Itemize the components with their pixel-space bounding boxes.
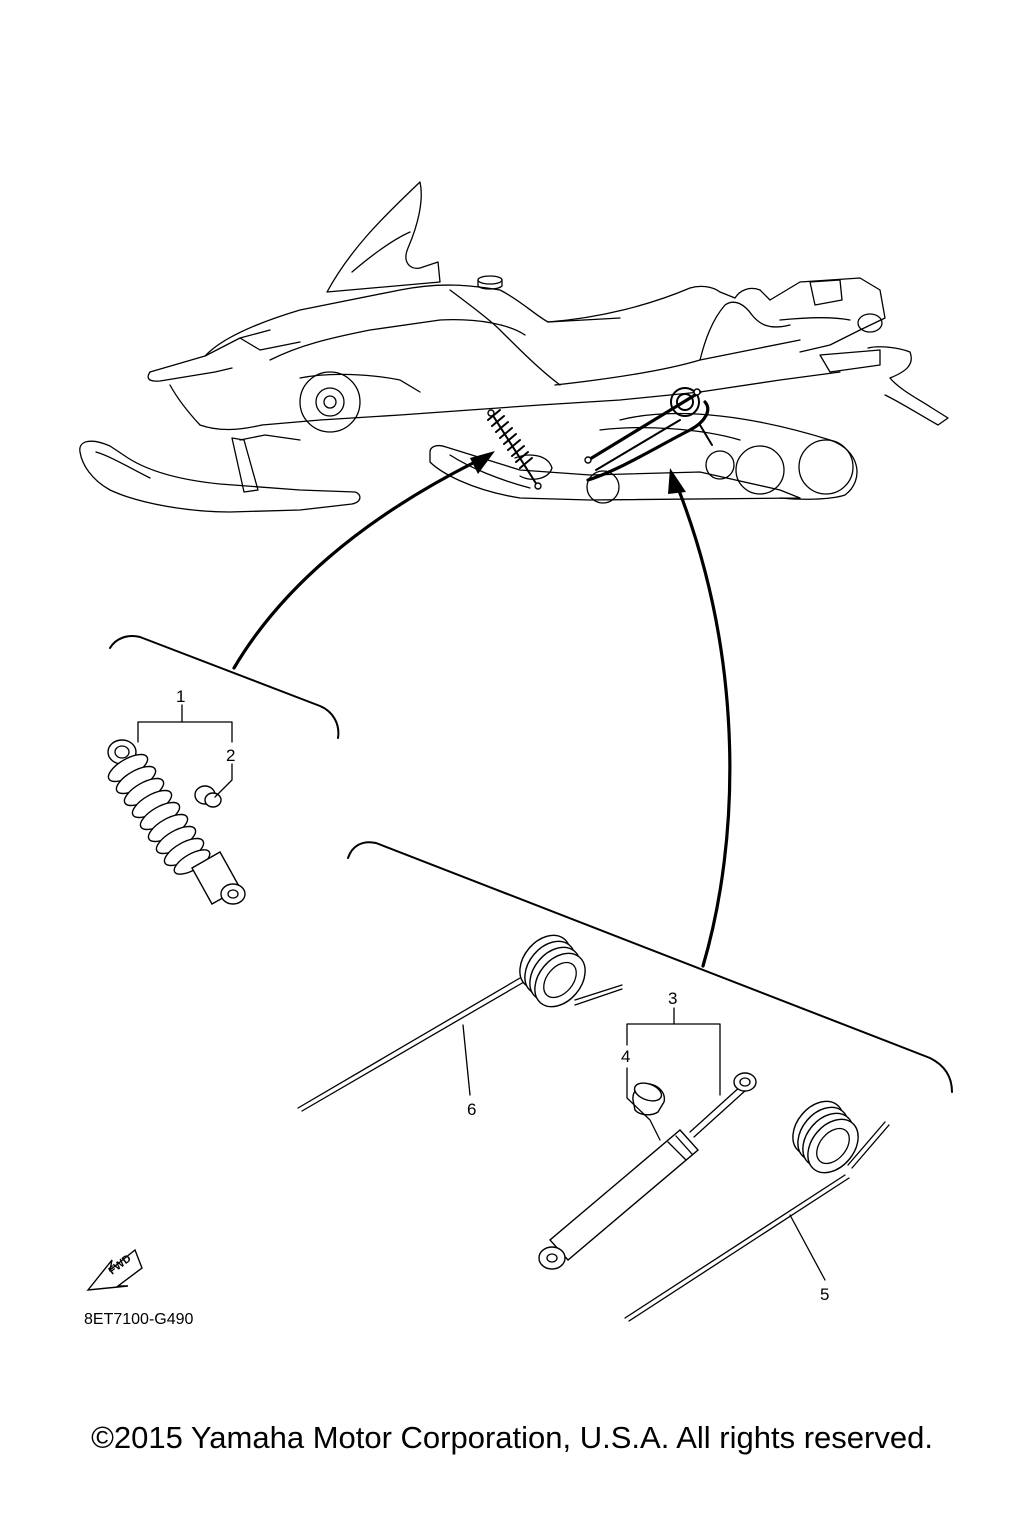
fwd-direction-arrow: FWD	[86, 1248, 143, 1291]
leader-line-6	[462, 1024, 471, 1096]
snowmobile-illustration	[79, 181, 949, 513]
pointer-arrow-rear	[668, 468, 732, 968]
copyright-notice: ©2015 Yamaha Motor Corporation, U.S.A. A…	[91, 1420, 933, 1455]
callout-6: 6	[467, 1100, 476, 1119]
callout-3: 3	[668, 989, 677, 1008]
leader-lines-3-4	[626, 1007, 721, 1141]
rear-shock-location	[584, 387, 713, 482]
reference-code: 8ET7100-G490	[84, 1311, 194, 1328]
torsion-spring-left	[297, 934, 623, 1112]
callout-1: 1	[176, 687, 185, 706]
rear-shock-absorber	[538, 1072, 757, 1270]
front-shock-location	[487, 409, 542, 490]
torsion-spring-right	[624, 1100, 890, 1322]
callout-5: 5	[820, 1285, 829, 1304]
callout-2: 2	[226, 746, 235, 765]
group-bracket-rear	[347, 841, 953, 1093]
pointer-arrow-front	[232, 451, 495, 670]
group-bracket-front	[109, 635, 340, 739]
callout-4: 4	[621, 1047, 630, 1066]
leader-line-5	[789, 1214, 826, 1281]
leader-lines-1-2	[137, 704, 233, 798]
front-shock-absorber	[107, 739, 246, 905]
